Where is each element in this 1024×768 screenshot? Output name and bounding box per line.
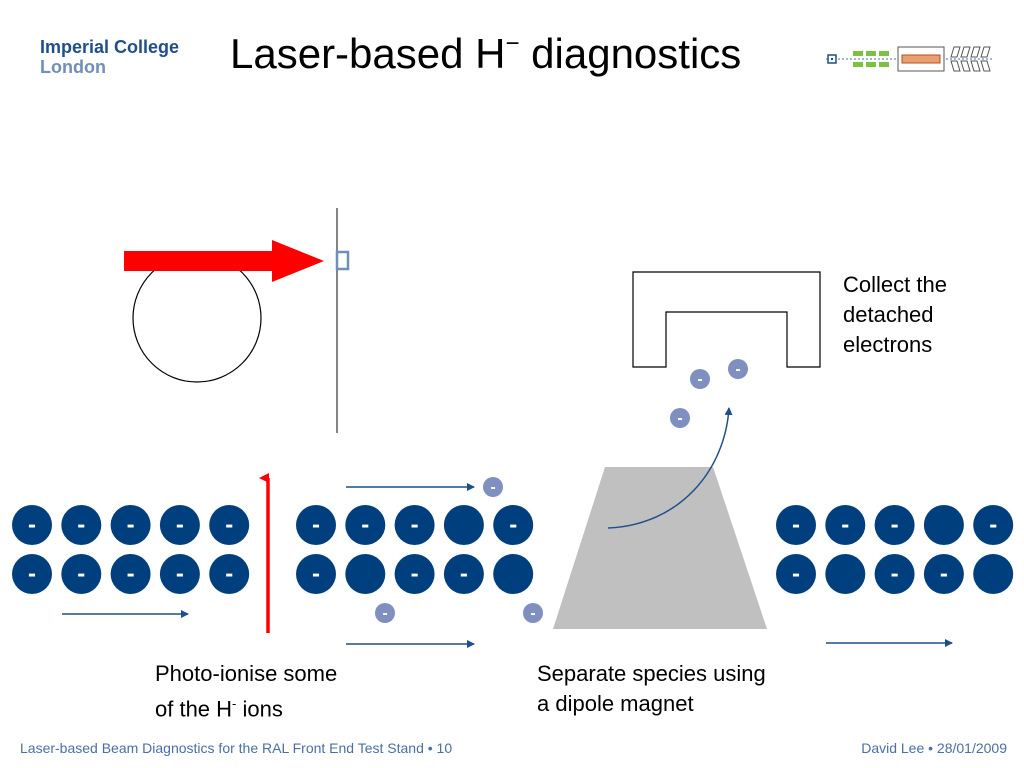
separate-caption: Separate species using a dipole magnet bbox=[537, 659, 766, 719]
h-minus-ion: - bbox=[394, 554, 435, 594]
electron-charge-label: - bbox=[530, 605, 535, 622]
electron-charge-label: - bbox=[490, 479, 495, 496]
title-rest: diagnostics bbox=[519, 30, 742, 77]
h-minus-ion: - bbox=[12, 554, 52, 594]
ion-charge-label: - bbox=[460, 560, 468, 587]
electron-charge-label: - bbox=[697, 371, 702, 388]
h-minus-ion: - bbox=[61, 554, 102, 594]
free-electron: - bbox=[375, 603, 395, 623]
h-minus-ion: - bbox=[345, 505, 386, 545]
ionised-beam-ions: - - - - - - - bbox=[296, 505, 534, 594]
ion-charge-label: - bbox=[891, 511, 899, 538]
photoionise-line-1: Photo-ionise some bbox=[155, 661, 338, 686]
ion-charge-label: - bbox=[841, 511, 849, 538]
photoionise-caption: Photo-ionise some of the H- ions bbox=[155, 659, 337, 724]
dipole-magnet bbox=[553, 467, 767, 629]
imperial-college-logo: Imperial College London bbox=[40, 37, 179, 77]
collect-line-2: detached bbox=[843, 302, 934, 327]
electron-collector bbox=[632, 271, 821, 368]
ion-charge-label: - bbox=[411, 560, 419, 587]
h-minus-ion: - bbox=[923, 554, 964, 594]
footer-left: Laser-based Beam Diagnostics for the RAL… bbox=[20, 740, 453, 756]
ion-charge-label: - bbox=[176, 511, 184, 538]
ion-charge-label: - bbox=[28, 560, 36, 587]
proton-ion bbox=[973, 554, 1014, 594]
logo-line-1: Imperial College bbox=[40, 37, 180, 57]
ion-charge-label: - bbox=[225, 560, 233, 587]
photoionise-line-2: of the H- ions bbox=[155, 696, 283, 722]
electron-trajectory-arrow bbox=[607, 407, 733, 529]
ion-charge-label: - bbox=[77, 560, 85, 587]
h-minus-ion: - bbox=[159, 554, 200, 594]
separate-line-1: Separate species using bbox=[537, 661, 766, 686]
h-minus-ion: - bbox=[296, 554, 336, 594]
h-minus-ion: - bbox=[12, 505, 52, 545]
ion-charge-label: - bbox=[312, 560, 320, 587]
h-minus-ion: - bbox=[296, 505, 336, 545]
ion-charge-label: - bbox=[411, 511, 419, 538]
logo-line-2: London bbox=[40, 57, 106, 77]
ion-charge-label: - bbox=[361, 511, 369, 538]
ion-charge-label: - bbox=[792, 560, 800, 587]
proton-ion bbox=[493, 554, 534, 594]
h-minus-ion: - bbox=[443, 554, 484, 594]
h-minus-ion: - bbox=[973, 505, 1014, 545]
h-minus-ion: - bbox=[110, 554, 151, 594]
ion-charge-label: - bbox=[940, 560, 948, 587]
outgoing-beam-ions: - - - - - - - bbox=[776, 505, 1014, 594]
ion-charge-label: - bbox=[225, 511, 233, 538]
h-minus-ion: - bbox=[874, 505, 915, 545]
h-minus-ion: - bbox=[159, 505, 200, 545]
ion-charge-label: - bbox=[28, 511, 36, 538]
incoming-beam-ions: - - - - - - - - - - bbox=[12, 505, 250, 594]
ion-charge-label: - bbox=[127, 511, 135, 538]
free-electron: - bbox=[483, 477, 503, 497]
ion-charge-label: - bbox=[312, 511, 320, 538]
ion-charge-label: - bbox=[792, 511, 800, 538]
h-minus-ion: - bbox=[825, 505, 866, 545]
collect-caption: Collect the detached electrons bbox=[843, 270, 947, 360]
slide-title: Laser-based H− diagnostics bbox=[230, 30, 741, 78]
title-superscript: − bbox=[505, 30, 520, 57]
ion-charge-label: - bbox=[989, 511, 997, 538]
h-minus-ion: - bbox=[61, 505, 102, 545]
h-minus-ion: - bbox=[209, 505, 250, 545]
ion-charge-label: - bbox=[891, 560, 899, 587]
title-main: Laser-based H bbox=[230, 30, 506, 77]
collect-line-3: electrons bbox=[843, 332, 933, 357]
proton-ion bbox=[923, 505, 964, 545]
electron-charge-label: - bbox=[382, 605, 387, 622]
laser-source-circle bbox=[132, 253, 262, 383]
collect-line-1: Collect the bbox=[843, 272, 947, 297]
free-electrons: ------ bbox=[375, 359, 748, 623]
h-minus-ion: - bbox=[776, 554, 816, 594]
proton-ion bbox=[345, 554, 386, 594]
ion-charge-label: - bbox=[77, 511, 85, 538]
h-minus-ion: - bbox=[776, 505, 816, 545]
separate-line-2: a dipole magnet bbox=[537, 691, 694, 716]
ion-charge-label: - bbox=[509, 511, 517, 538]
free-electron: - bbox=[690, 369, 710, 389]
proton-ion bbox=[825, 554, 866, 594]
footer-right: David Lee • 28/01/2009 bbox=[861, 740, 1007, 756]
ion-charge-label: - bbox=[176, 560, 184, 587]
accelerator-badge-icon bbox=[826, 46, 994, 72]
h-minus-ion: - bbox=[394, 505, 435, 545]
laser-beam-arrow bbox=[124, 240, 324, 282]
h-minus-ion: - bbox=[110, 505, 151, 545]
h-minus-ion: - bbox=[874, 554, 915, 594]
detector-window bbox=[335, 250, 350, 271]
free-electron: - bbox=[523, 603, 543, 623]
h-minus-ion: - bbox=[209, 554, 250, 594]
h-minus-ion: - bbox=[493, 505, 534, 545]
ion-charge-label: - bbox=[127, 560, 135, 587]
free-electron: - bbox=[670, 408, 690, 428]
proton-ion bbox=[443, 505, 484, 545]
electron-charge-label: - bbox=[735, 361, 740, 378]
free-electron: - bbox=[728, 359, 748, 379]
electron-charge-label: - bbox=[677, 410, 682, 427]
